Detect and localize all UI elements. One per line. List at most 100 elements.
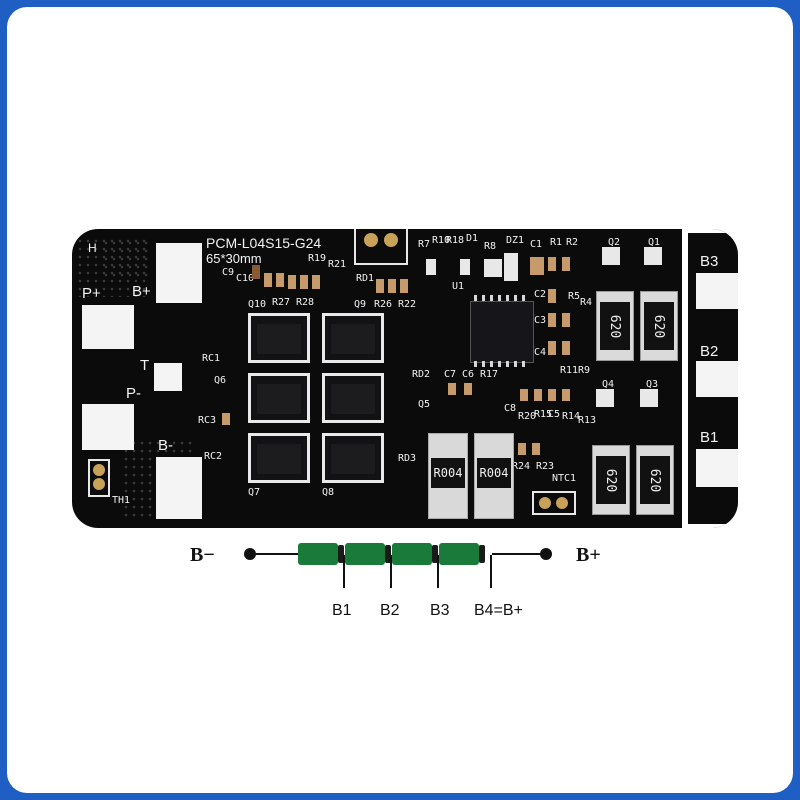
dz1-label: DZ1 [506,235,525,246]
smd-part [548,289,556,303]
mosfet [248,313,310,363]
pad-label-b-plus: B+ [132,283,151,300]
tap-wire [490,555,492,588]
ic-pin [506,295,509,301]
r21-label: R21 [328,259,347,270]
resistor-value: 620 [603,468,619,492]
ntc1-connector [532,491,576,515]
wire [492,553,544,555]
protection-ic [470,301,534,363]
r24-label: R24 [512,461,531,472]
wire [252,553,298,555]
q5-label: Q5 [418,399,431,410]
smd-part [264,273,272,287]
pad-label-h: H [88,241,97,255]
pad-label-p-minus: P- [126,385,141,402]
r15-label: R15 [534,409,553,420]
smd-part [252,265,260,279]
th1-connector [88,459,110,497]
tap-label-b2: B2 [380,602,400,619]
shunt-resistor: R004 [474,433,514,519]
smd-part [534,389,542,401]
th1-label: TH1 [112,495,131,506]
q2-label: Q2 [608,237,621,248]
balance-resistor: 620 [592,445,630,515]
r19-label: R19 [308,253,327,264]
r11-label: R11 [560,365,579,376]
ic-pin [490,361,493,367]
rc1-label: RC1 [202,353,221,364]
d1-label: D1 [466,233,479,244]
mosfet [322,433,384,483]
rc3-label: RC3 [198,415,217,426]
r18-label: R18 [446,235,465,246]
smd-part [426,259,436,275]
rc2-label: RC2 [204,451,223,462]
q7-label: Q7 [248,487,261,498]
top-connector [354,229,408,265]
rd3-label: RD3 [398,453,417,464]
pad-label-b-minus: B- [158,437,173,454]
b1-pad [696,449,738,487]
smd-part [596,389,614,407]
shunt-value: R004 [477,458,511,488]
ic-pin [522,295,525,301]
board-model: PCM-L04S15-G24 [206,235,322,251]
smd-part [562,313,570,327]
ic-pin [498,295,501,301]
pad-label-p-plus: P+ [82,285,101,302]
tap-label-b3: B3 [430,602,450,619]
smd-part [300,275,308,289]
smd-part [464,383,472,395]
mosfet [248,373,310,423]
c6-label: C6 [462,369,475,380]
resistor-value: 620 [647,468,663,492]
smd-part [504,253,518,281]
ic-pin [514,361,517,367]
q9-label: Q9 [354,299,367,310]
ic-pin [490,295,493,301]
p-minus-pad [82,404,134,450]
r8-label: R8 [484,241,497,252]
ic-pin [506,361,509,367]
balance-resistor: 620 [640,291,678,361]
r26-label: R26 [374,299,393,310]
r14-label: R14 [562,411,581,422]
smd-part [562,341,570,355]
resistor-value: 620 [607,314,623,338]
c7-label: C7 [444,369,457,380]
battery-cell [345,543,391,565]
via-field-top [102,239,152,279]
r17-label: R17 [480,369,499,380]
c2-label: C2 [534,289,547,300]
smd-part [460,259,470,275]
b2-pad [696,361,738,397]
smd-part [562,389,570,401]
pad-label-b3: B3 [700,253,719,270]
r5-label: R5 [568,291,581,302]
smd-part [288,275,296,289]
r10-label: R10 [432,235,451,246]
r28-label: R28 [296,297,315,308]
c1-label: C1 [530,239,543,250]
r23-label: R23 [536,461,555,472]
pad-label-t: T [140,357,150,374]
q10-label: Q10 [248,299,267,310]
smd-part [518,443,526,455]
c3-label: C3 [534,315,547,326]
smd-part [530,257,544,275]
smd-part [640,389,658,407]
tap-wire [437,555,439,588]
wiring-b-plus-label: B+ [576,544,601,566]
balance-tap-strip: B3 B2 B1 [682,229,738,528]
q1-label: Q1 [648,237,661,248]
smd-part [520,389,528,401]
shunt-value: R004 [431,458,465,488]
ntc1-label: NTC1 [552,473,577,484]
smd-part [276,273,284,287]
mosfet [322,313,384,363]
pad-label-b1: B1 [700,429,719,446]
smd-part [644,247,662,265]
q8-label: Q8 [322,487,335,498]
smd-part [548,313,556,327]
